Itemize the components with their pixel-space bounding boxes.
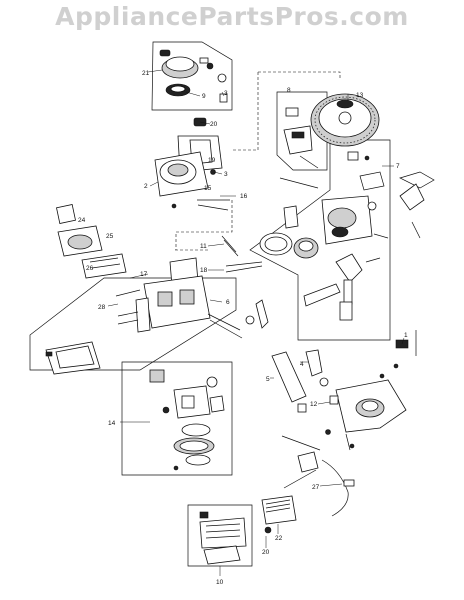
callout-27: 27	[312, 484, 320, 491]
cylinder-head-group-outline	[29, 277, 237, 371]
callout-24: 24	[78, 217, 86, 224]
callout-20: 20	[210, 121, 218, 128]
ignition-module	[279, 107, 319, 189]
watermark: AppliancePartsPros.com	[55, 2, 409, 31]
engine-block-group-outline	[249, 139, 391, 341]
air-filter-group-outline	[187, 504, 253, 567]
governor-linkage	[347, 151, 435, 239]
callout-22: 22	[275, 535, 283, 542]
callout-15: 15	[204, 185, 212, 192]
blower-housing	[154, 117, 230, 211]
callout-5: 5	[266, 376, 270, 383]
flywheel	[310, 93, 380, 147]
callout-11: 11	[200, 243, 207, 250]
flywheel-dash-line	[258, 71, 341, 78]
carburetor	[149, 369, 225, 471]
callout-16: 16	[240, 193, 248, 200]
ignition-group-outline	[276, 91, 328, 171]
dipstick-tube	[221, 235, 263, 273]
callout-4: 4	[300, 361, 304, 368]
callout-9: 9	[202, 93, 206, 100]
callout-12: 12	[310, 401, 318, 408]
callout-3: 3	[224, 171, 228, 178]
callout-20: 20	[262, 549, 270, 556]
callout-17: 17	[140, 271, 148, 278]
callout-7: 7	[396, 163, 400, 170]
callout-13: 13	[356, 92, 364, 99]
engine-block	[259, 195, 389, 259]
callout-2: 2	[144, 183, 148, 190]
callout-25: 25	[106, 233, 114, 240]
leader-lines	[107, 69, 405, 576]
carburetor-group-outline	[121, 361, 233, 476]
callout-18: 18	[200, 267, 208, 274]
callout-8: 8	[287, 87, 291, 94]
callout-3: 3	[224, 90, 228, 97]
recoil-starter	[159, 49, 228, 103]
callout-6: 6	[226, 299, 230, 306]
callout-21: 21	[142, 70, 150, 77]
callout-10: 10	[216, 579, 224, 586]
air-filter	[199, 495, 297, 565]
group-outlines	[29, 41, 391, 567]
callout-28: 28	[98, 304, 106, 311]
callout-1: 1	[404, 332, 408, 339]
fuel-line	[281, 435, 355, 517]
crankshaft	[303, 253, 381, 321]
starter-group-outline	[151, 41, 233, 111]
crankcase-cover	[325, 330, 417, 451]
camshaft-lifters	[271, 349, 339, 413]
callout-labels: 21 9 3 20 19 3 2 15 16 8 13 7 24 25 26 1…	[78, 70, 408, 586]
muffler	[56, 204, 127, 279]
cylinder-head	[45, 257, 211, 375]
callout-19: 19	[208, 157, 216, 164]
callout-14: 14	[108, 420, 116, 427]
callout-26: 26	[86, 265, 94, 272]
valve-train	[207, 299, 269, 339]
